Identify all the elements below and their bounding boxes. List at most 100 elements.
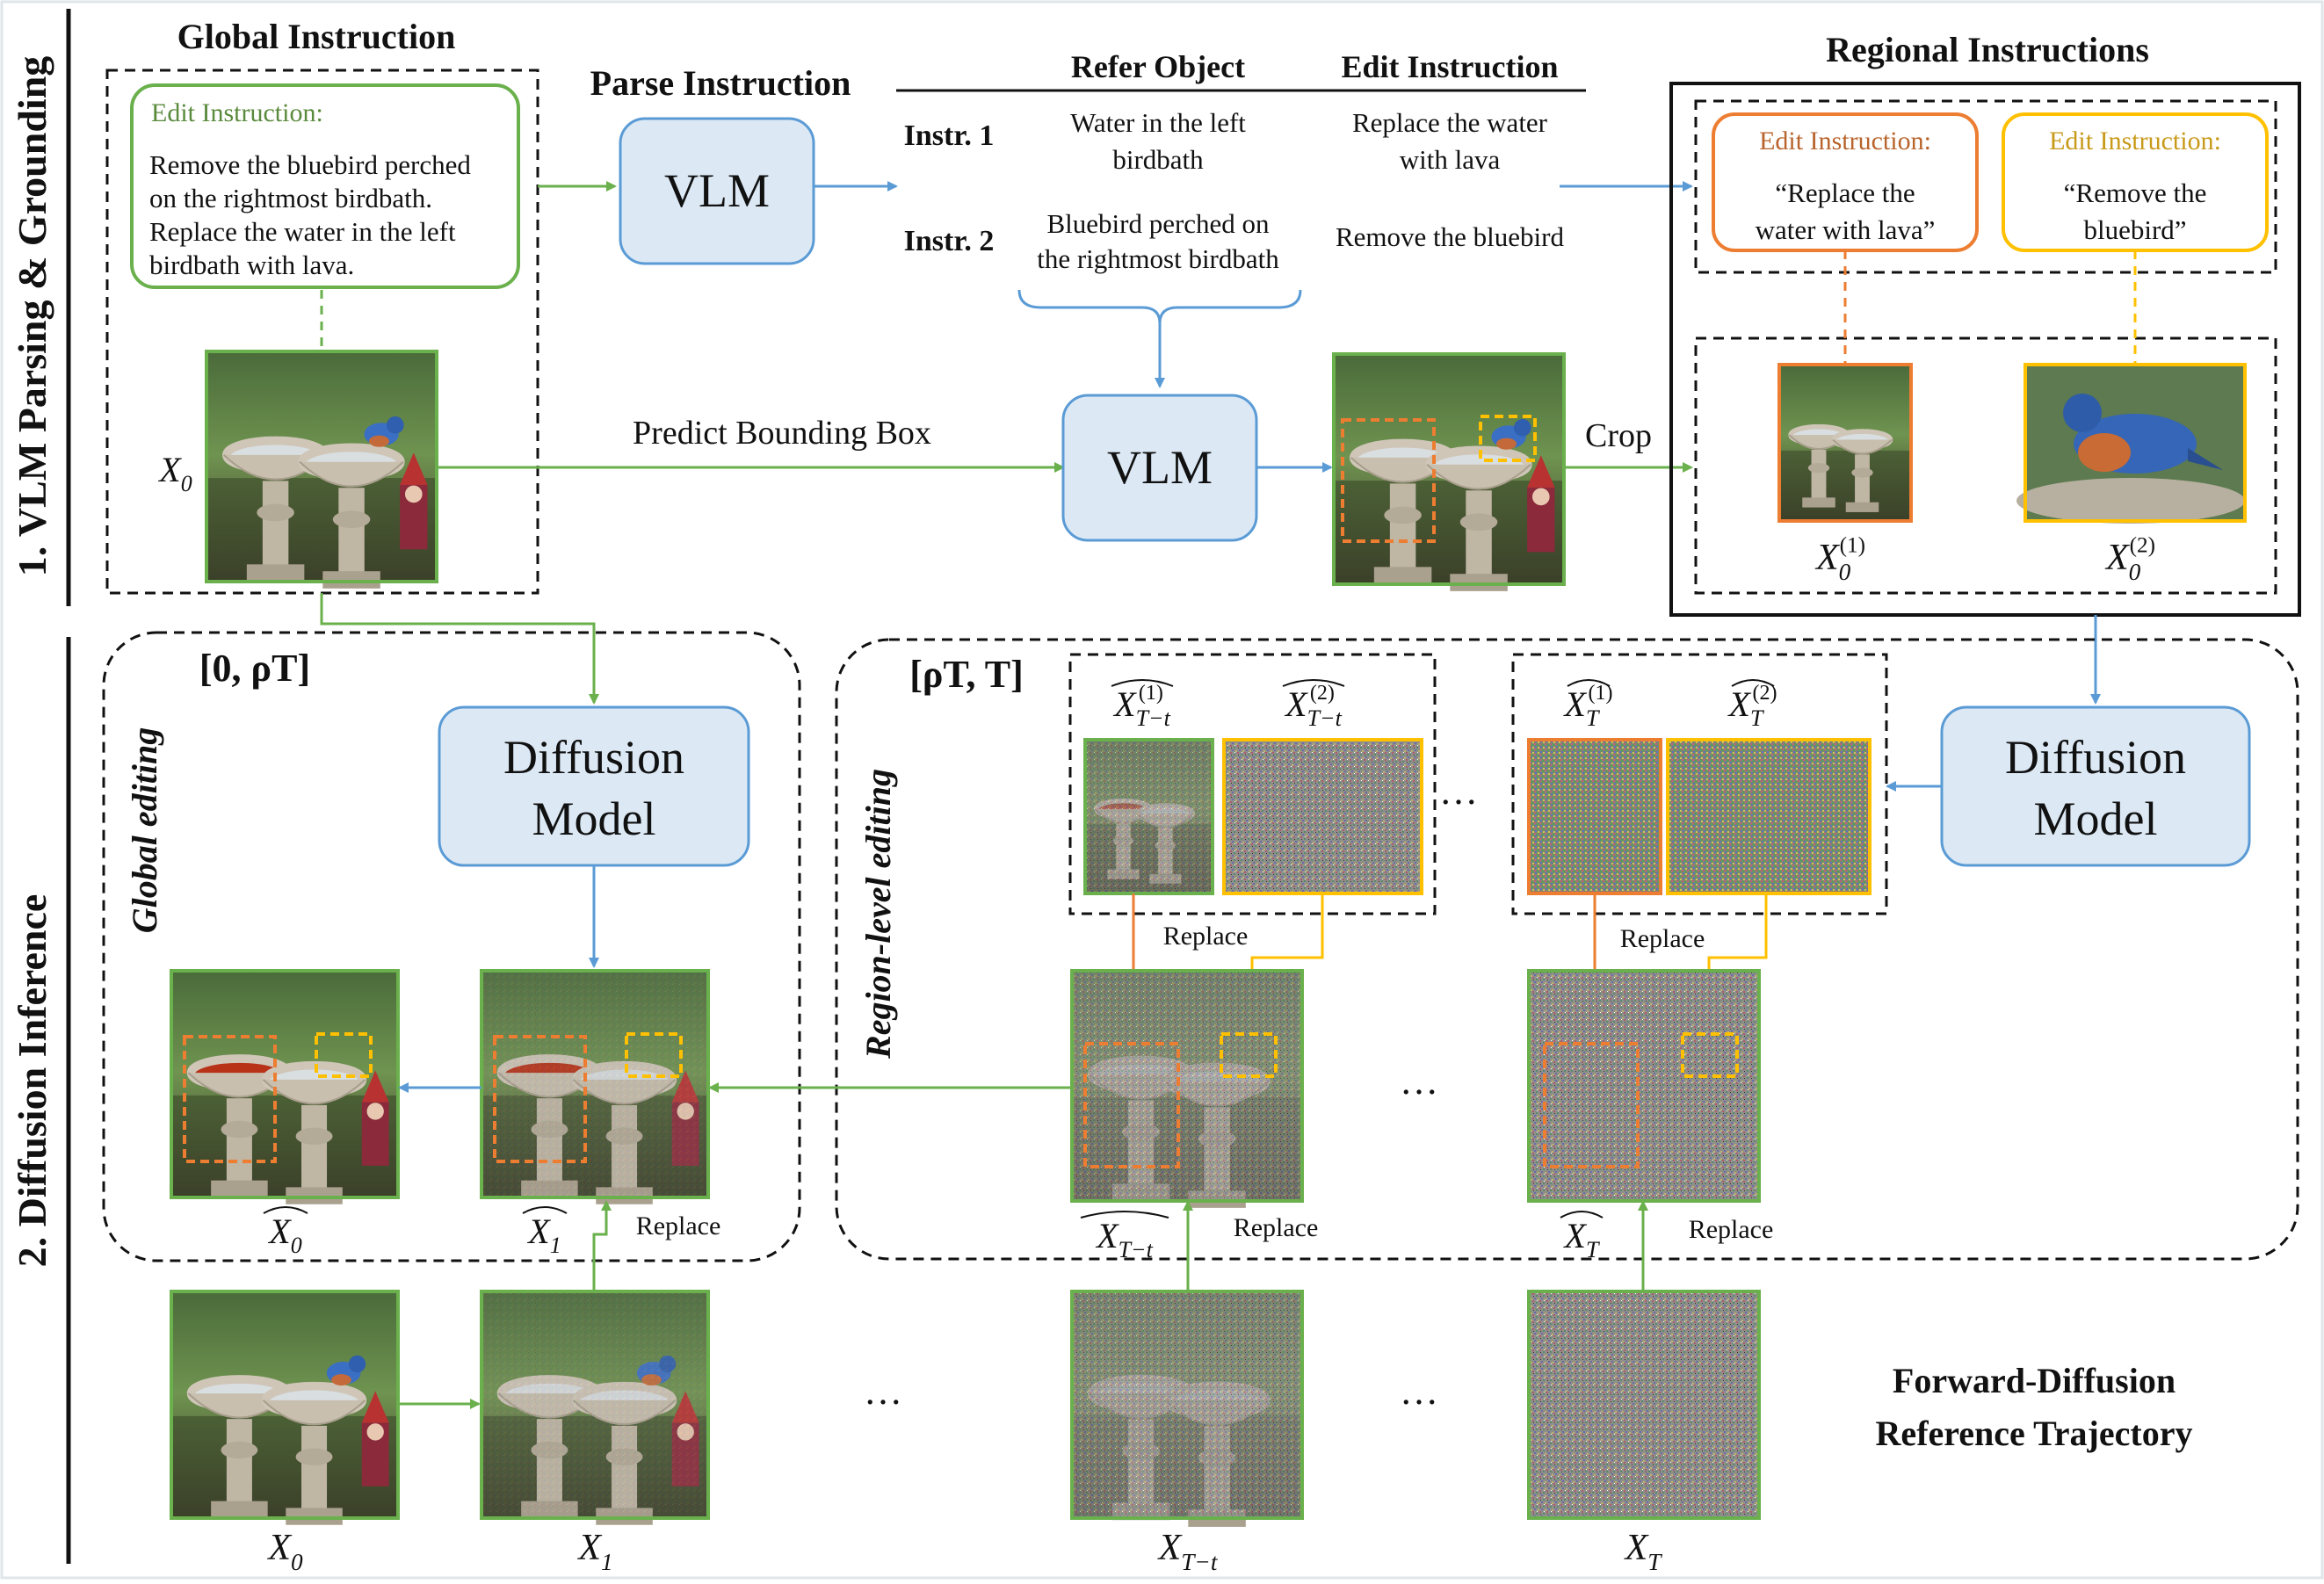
svg-text:XT: XT — [1563, 1216, 1600, 1262]
global-instruction-line: birdbath with lava. — [149, 250, 354, 280]
svg-text:X0(2): X0(2) — [2104, 533, 2155, 585]
forward-x0-image — [170, 1290, 400, 1525]
x0-hat-bbox-yellow — [315, 1032, 373, 1078]
xT1-hat-label: XT(1) — [1563, 679, 1613, 731]
global-editing-tag: Global editing — [125, 727, 164, 933]
instr-1-refer: Water in the left — [1070, 107, 1246, 138]
x1-hat-image — [480, 969, 710, 1204]
x1-hat-bbox-orange — [493, 1035, 587, 1163]
instr-2-edit: Remove the bluebird — [1336, 221, 1564, 252]
svg-text:XT(1): XT(1) — [1563, 682, 1613, 731]
diffusion-region-label: Diffusion — [2005, 731, 2186, 784]
x0-hat-label: X0 — [263, 1206, 308, 1258]
svg-text:XT−t(2): XT−t(2) — [1284, 682, 1342, 731]
forward-xT-image — [1527, 1290, 1761, 1520]
xT-hat-bbox-yellow — [1681, 1032, 1739, 1078]
svg-text:X0: X0 — [157, 450, 192, 496]
replace-label-x1: Replace — [636, 1212, 721, 1240]
x0-hat-image — [170, 969, 400, 1204]
svg-text:X0: X0 — [266, 1528, 303, 1575]
regional-crop-frame — [1694, 336, 2277, 595]
crop-2-label: X0(2) — [2104, 533, 2155, 585]
xT-hat-label: XT — [1560, 1211, 1604, 1262]
crop-1-label: X0(1) — [1814, 533, 1865, 585]
bbox-orange — [1341, 418, 1436, 543]
predict-bbox-label: Predict Bounding Box — [633, 415, 931, 452]
regional-box-1-label: Edit Instruction: — [1759, 127, 1931, 156]
xTt1-hat-label: XT−t(1) — [1111, 679, 1174, 731]
col-refer-object: Refer Object — [1071, 49, 1245, 84]
region-editing-tag: Region-level editing — [858, 769, 898, 1060]
svg-text:XT−t: XT−t — [1157, 1528, 1219, 1575]
replace-label-T-top: Replace — [1620, 924, 1705, 953]
forward-x1-label: X1 — [576, 1528, 612, 1575]
forward-xTt-image — [1070, 1290, 1304, 1527]
forward-title: Reference Trajectory — [1876, 1414, 2193, 1453]
instr-1-edit: with lava — [1400, 144, 1501, 175]
diffusion-global-label: Diffusion — [503, 731, 684, 784]
arrow-image-to-global-diffusion — [320, 593, 599, 705]
regional-box-2-label: Edit Instruction: — [2049, 127, 2221, 156]
ellipsis-forward-1: … — [864, 1370, 902, 1413]
replace-label-Tt-top: Replace — [1163, 922, 1249, 951]
xTt-hat-bbox-orange — [1083, 1042, 1180, 1168]
xTt-hat-image — [1070, 969, 1304, 1208]
vlm-parse-label: VLM — [664, 164, 770, 217]
svg-text:XT: XT — [1624, 1528, 1663, 1575]
svg-text:XT−t: XT−t — [1095, 1216, 1153, 1262]
crop-1-image — [1777, 363, 1913, 523]
global-range-label: [0, ρT] — [199, 647, 310, 690]
regional-instr-frame — [1694, 99, 2277, 274]
section-1-label: 1. VLM Parsing & Grounding — [10, 56, 54, 577]
forward-x0-label: X0 — [266, 1528, 303, 1575]
col-edit-instruction: Edit Instruction — [1341, 49, 1558, 84]
svg-text:X1: X1 — [576, 1528, 612, 1575]
xTt2-hat-label: XT−t(2) — [1282, 679, 1345, 731]
svg-text:XT(2): XT(2) — [1727, 682, 1777, 731]
global-edit-label: Edit Instruction: — [151, 98, 323, 127]
section-2-label: 2. Diffusion Inference — [10, 894, 54, 1268]
regional-box-2-text: “Remove the — [2064, 177, 2207, 208]
region-range-label: [ρT, T] — [909, 653, 1024, 696]
xTt-hat-bbox-yellow — [1220, 1032, 1278, 1078]
vlm-ground-label: VLM — [1107, 441, 1213, 494]
ellipsis-forward-2: … — [1400, 1370, 1438, 1413]
regional-box-2-text: bluebird” — [2083, 214, 2186, 245]
svg-text:XT−t(1): XT−t(1) — [1112, 682, 1170, 731]
noisy-crop-Tt-1 — [1083, 738, 1214, 895]
svg-text:X0(1): X0(1) — [1814, 533, 1865, 585]
forward-title: Forward-Diffusion — [1893, 1361, 2176, 1400]
noisy-crops-Tt-frame — [1068, 653, 1437, 915]
bbox-yellow — [1479, 415, 1537, 462]
instr-1-edit: Replace the water — [1352, 107, 1548, 138]
parse-instruction-title: Parse Instruction — [590, 63, 851, 103]
noisy-crop-T-2 — [1666, 738, 1872, 895]
refer-brace — [1017, 289, 1302, 324]
crop-label: Crop — [1585, 417, 1652, 454]
regional-frame — [1669, 82, 2301, 617]
forward-xT-label: XT — [1624, 1528, 1663, 1575]
regional-box-1-text: water with lava” — [1756, 214, 1936, 245]
x1-hat-label: X1 — [522, 1206, 568, 1258]
crop-2-image — [2016, 363, 2247, 524]
bbox-image — [1332, 352, 1566, 591]
diffusion-global-label: Model — [532, 792, 656, 845]
regional-instructions-title: Regional Instructions — [1826, 30, 2149, 69]
arrow-fx1-replace — [592, 1200, 612, 1291]
region-editing-frame — [835, 638, 2299, 1261]
instr-2-refer: Bluebird perched on — [1046, 208, 1270, 239]
global-editing-frame — [102, 631, 801, 1262]
vlm-parse-box — [619, 117, 815, 265]
ellipsis-region: … — [1400, 1060, 1438, 1103]
instr-2-label: Instr. 2 — [904, 225, 995, 257]
svg-text:X0: X0 — [267, 1212, 301, 1258]
ellipsis-crops: … — [1439, 770, 1478, 813]
xT-hat-bbox-orange — [1543, 1042, 1640, 1168]
xT-hat-image — [1527, 969, 1761, 1203]
replace-label-T: Replace — [1689, 1215, 1774, 1244]
noisy-crop-T-1 — [1527, 738, 1662, 895]
svg-text:X1: X1 — [526, 1212, 561, 1258]
xTt-hat-label: XT−t — [1080, 1211, 1169, 1262]
global-instruction-line: Replace the water in the left — [149, 216, 456, 247]
